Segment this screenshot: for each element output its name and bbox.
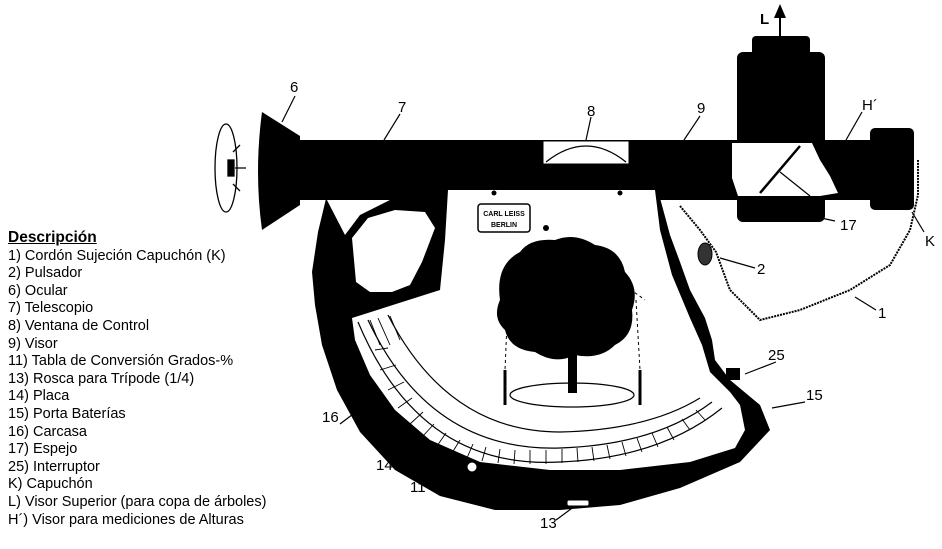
callout-17: 17 xyxy=(840,217,857,234)
callout-K: K xyxy=(925,233,935,250)
callout-H: H´ xyxy=(862,97,878,114)
callout-2: 2 xyxy=(757,261,765,278)
legend-item: L) Visor Superior (para copa de árboles) xyxy=(8,493,267,510)
callout-labels: 6 7 8 9 H´ L 17 K 2 1 25 15 16 14 11 13 xyxy=(290,11,935,532)
handle-cutout xyxy=(352,210,435,292)
push-button xyxy=(697,242,713,266)
callout-15: 15 xyxy=(806,387,823,404)
legend-item: 15) Porta Baterías xyxy=(8,405,126,422)
tree-illustration xyxy=(496,236,646,408)
legend-item: 25) Interruptor xyxy=(8,458,100,475)
callout-8: 8 xyxy=(587,103,595,120)
plate-badge: CARL LEISS BERLIN xyxy=(477,203,531,233)
legend-item: 9) Visor xyxy=(8,335,58,352)
callout-25: 25 xyxy=(768,347,785,364)
badge-line1: CARL LEISS xyxy=(483,211,525,218)
leader-lines xyxy=(281,95,925,521)
plate-hole xyxy=(543,225,549,231)
callout-14: 14 xyxy=(376,457,393,474)
battery-hole xyxy=(466,461,478,473)
callout-L: L xyxy=(760,11,769,28)
legend-item: 8) Ventana de Control xyxy=(8,317,150,334)
plate-dot-right xyxy=(617,190,623,196)
up-arrow xyxy=(774,4,786,52)
legend-title: Descripción xyxy=(8,229,97,246)
legend-item: 11) Tabla de Conversión Grados-% xyxy=(8,353,234,370)
control-window xyxy=(542,140,630,165)
callout-7: 7 xyxy=(398,99,406,116)
conversion-table xyxy=(357,314,723,465)
mirror-window xyxy=(732,143,838,197)
legend-item: 1) Cordón Sujeción Capuchón (K) xyxy=(8,247,226,264)
legend-item: 14) Placa xyxy=(8,388,70,405)
cord xyxy=(679,160,919,322)
callout-1: 1 xyxy=(878,305,886,322)
callout-6: 6 xyxy=(290,79,298,96)
legend-item: 16) Carcasa xyxy=(8,423,87,440)
callout-16: 16 xyxy=(322,409,339,426)
legend-item: 6) Ocular xyxy=(8,282,68,299)
eye-icon xyxy=(214,123,246,213)
tripod-screw xyxy=(566,499,590,507)
callout-9: 9 xyxy=(697,100,705,117)
legend-item: K) Capuchón xyxy=(8,476,93,493)
plate-dot-left xyxy=(491,190,497,196)
badge-line2: BERLIN xyxy=(491,222,517,229)
legend-item: 7) Telescopio xyxy=(8,300,94,317)
callout-11: 11 xyxy=(410,479,426,496)
legend-item: 17) Espejo xyxy=(8,441,78,458)
legend-item: H´) Visor para mediciones de Alturas xyxy=(8,511,244,528)
callout-13: 13 xyxy=(540,515,557,532)
legend-item: 13) Rosca para Trípode (1/4) xyxy=(8,370,195,387)
legend-item: 2) Pulsador xyxy=(8,265,83,282)
legend: Descripción 1) Cordón Sujeción Capuchón … xyxy=(8,229,338,529)
switch xyxy=(726,368,740,380)
